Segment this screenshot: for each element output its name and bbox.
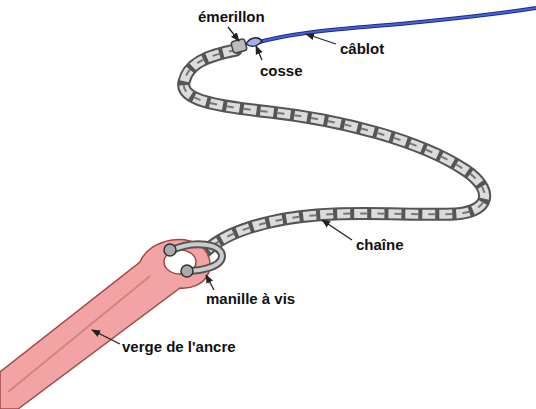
part-label: émerillon xyxy=(196,8,267,26)
part-label: manille à vis xyxy=(204,290,297,308)
part-label: verge de l'ancre xyxy=(120,338,238,356)
part-label: cosse xyxy=(258,62,305,80)
part-label: chaîne xyxy=(354,236,406,254)
chain xyxy=(184,50,485,252)
screw-shackle xyxy=(164,244,222,277)
rope xyxy=(252,8,536,44)
leader-lines xyxy=(92,27,352,344)
anchor-shank xyxy=(0,240,210,409)
swivel xyxy=(231,38,262,54)
part-label: câblot xyxy=(338,40,386,58)
